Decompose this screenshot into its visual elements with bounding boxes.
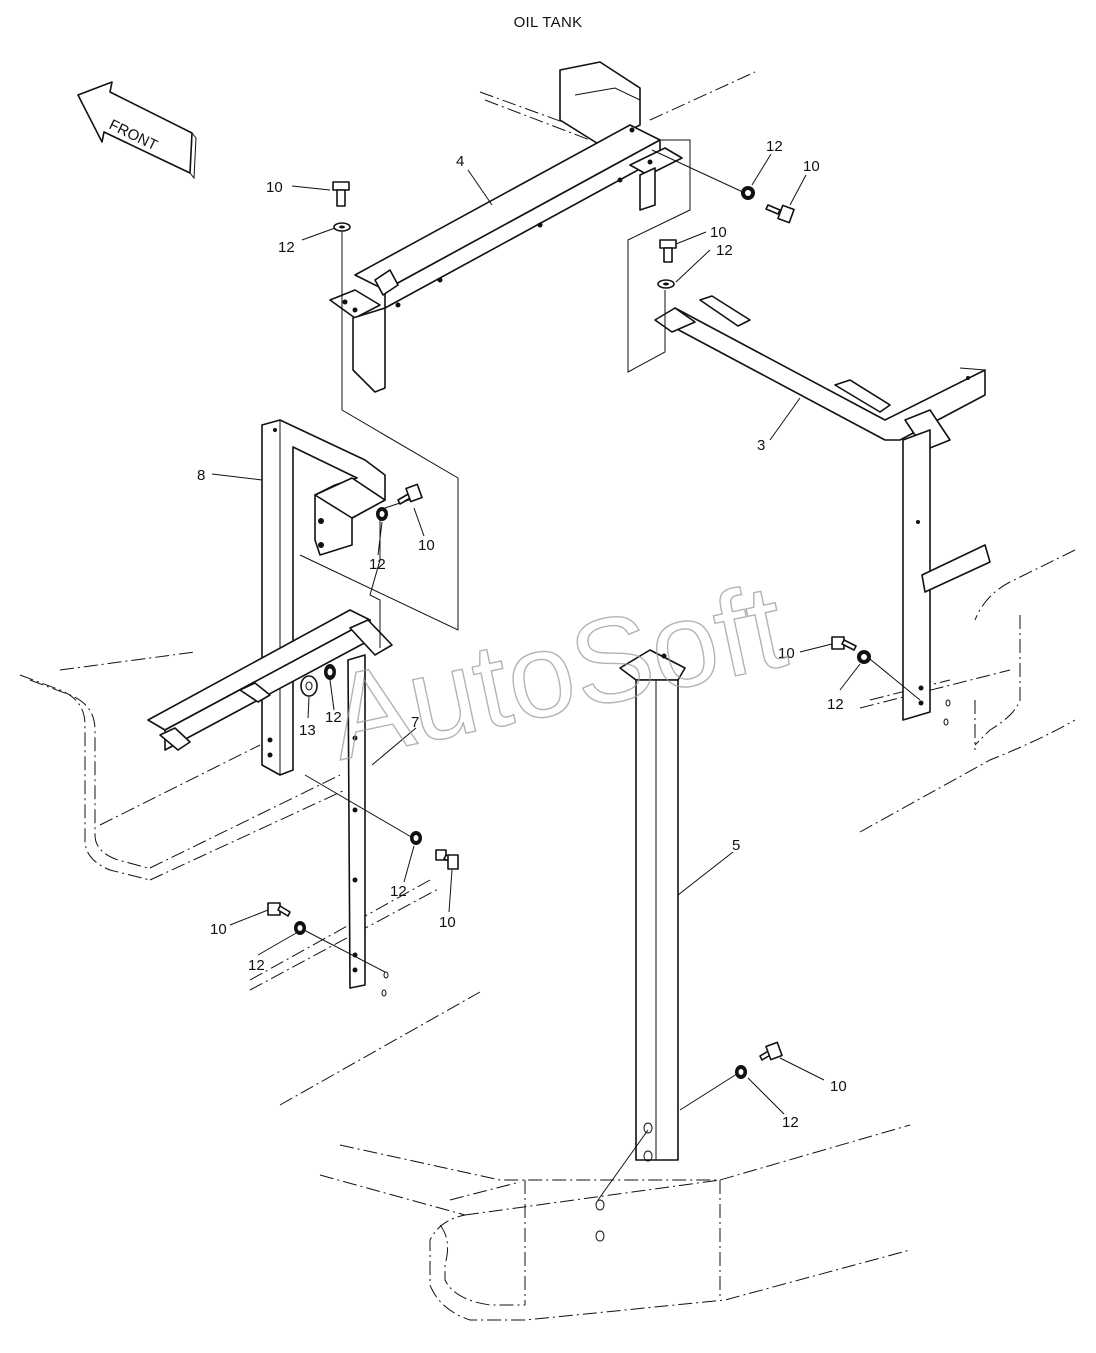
- washer-icon: [857, 650, 871, 664]
- callout-label: 10: [439, 914, 456, 931]
- callout-label: 10: [830, 1078, 847, 1095]
- callout-label: 12: [390, 883, 407, 900]
- chassis-outline: [19, 71, 1076, 1321]
- bolt-icon: [831, 636, 857, 651]
- part-8-bracket: [261, 419, 386, 776]
- washer-icon: [657, 279, 675, 289]
- callout-label: 3: [757, 437, 765, 454]
- callout-label: 12: [369, 556, 386, 573]
- part-7-bracket: [147, 609, 393, 989]
- bolt-icon: [435, 849, 459, 870]
- callout-label: 7: [411, 714, 419, 731]
- callout-label: 12: [278, 239, 295, 256]
- callout-label: 12: [827, 696, 844, 713]
- callout-label: 10: [778, 645, 795, 662]
- bolt-icon: [765, 204, 795, 224]
- part-3-frame: [654, 295, 991, 721]
- callout-labels: 4 10 12 12 10 10 12 3 8 10 12 10 12 13 1…: [197, 138, 847, 1131]
- callout-leaders: [211, 153, 861, 1115]
- callout-label: 10: [710, 224, 727, 241]
- callout-label: 12: [248, 957, 265, 974]
- bolt-icon: [759, 1041, 783, 1061]
- washer-icon: [376, 507, 388, 521]
- part-5-stay: [595, 649, 686, 1242]
- callout-label: 10: [266, 179, 283, 196]
- washer-icon: [735, 1065, 747, 1079]
- washer-icon: [294, 921, 306, 935]
- callout-label: 10: [210, 921, 227, 938]
- nut-icon: [300, 675, 318, 697]
- callout-label: 12: [716, 242, 733, 259]
- callout-label: 5: [732, 837, 740, 854]
- assembly-guide-lines: [299, 139, 921, 1201]
- callout-label: 10: [418, 537, 435, 554]
- washer-icon: [333, 222, 351, 232]
- watermark: AutoSoft: [318, 559, 796, 786]
- part-4-crossmember: [329, 61, 683, 393]
- callout-label: 12: [325, 709, 342, 726]
- callout-label: 12: [766, 138, 783, 155]
- washer-icon: [410, 831, 422, 845]
- callout-label: 12: [782, 1114, 799, 1131]
- bolt-icon: [659, 239, 677, 263]
- callout-label: 8: [197, 467, 205, 484]
- bolt-icon: [397, 483, 423, 505]
- callout-label: 10: [803, 158, 820, 175]
- washer-icon: [324, 664, 336, 680]
- front-direction-arrow: FRONT: [77, 81, 197, 180]
- diagram-title: OIL TANK: [513, 14, 583, 31]
- bolt-icon: [267, 902, 291, 917]
- fasteners: [267, 181, 951, 1079]
- washer-icon: [741, 186, 755, 200]
- callout-label: 4: [456, 153, 464, 170]
- callout-label: 13: [299, 722, 316, 739]
- bolt-icon: [332, 181, 350, 207]
